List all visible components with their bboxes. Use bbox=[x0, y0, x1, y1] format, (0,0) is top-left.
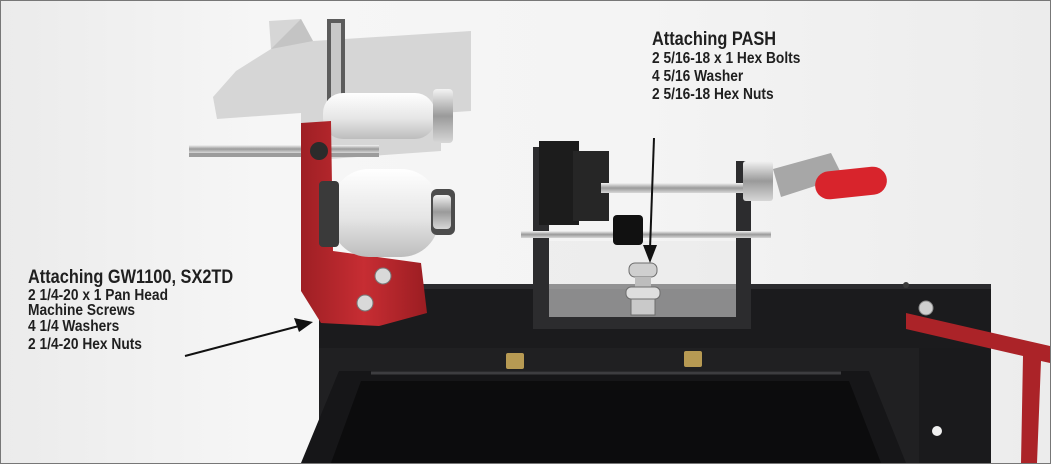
callout-pash-line: 2 5/16-18 x 1 Hex Bolts bbox=[652, 50, 801, 67]
tape-dispenser bbox=[189, 19, 471, 326]
callout-gw1100-line: 4 1/4 Washers bbox=[28, 318, 120, 335]
black-hopper bbox=[301, 351, 906, 463]
callout-gw1100-line: Machine Screws bbox=[28, 302, 136, 319]
callout-gw1100-line: 2 1/4-20 Hex Nuts bbox=[28, 336, 142, 353]
callout-pash-line: 4 5/16 Washer bbox=[652, 68, 744, 85]
callout-gw1100-title: Attaching GW1100, SX2TD bbox=[28, 267, 234, 288]
pash-clamp bbox=[521, 141, 887, 329]
callout-gw1100: Attaching GW1100, SX2TD 2 1/4-20 x 1 Pan… bbox=[28, 267, 233, 354]
callout-pash-line: 2 5/16-18 Hex Nuts bbox=[652, 86, 774, 103]
callout-pash-title: Attaching PASH bbox=[652, 29, 777, 50]
callout-pash: Attaching PASH 2 5/16-18 x 1 Hex Bolts 4… bbox=[652, 29, 800, 104]
red-bracket-right bbox=[906, 300, 1050, 463]
pointer-arrows bbox=[184, 137, 657, 357]
callout-gw1100-line: 2 1/4-20 x 1 Pan Head bbox=[28, 287, 168, 304]
